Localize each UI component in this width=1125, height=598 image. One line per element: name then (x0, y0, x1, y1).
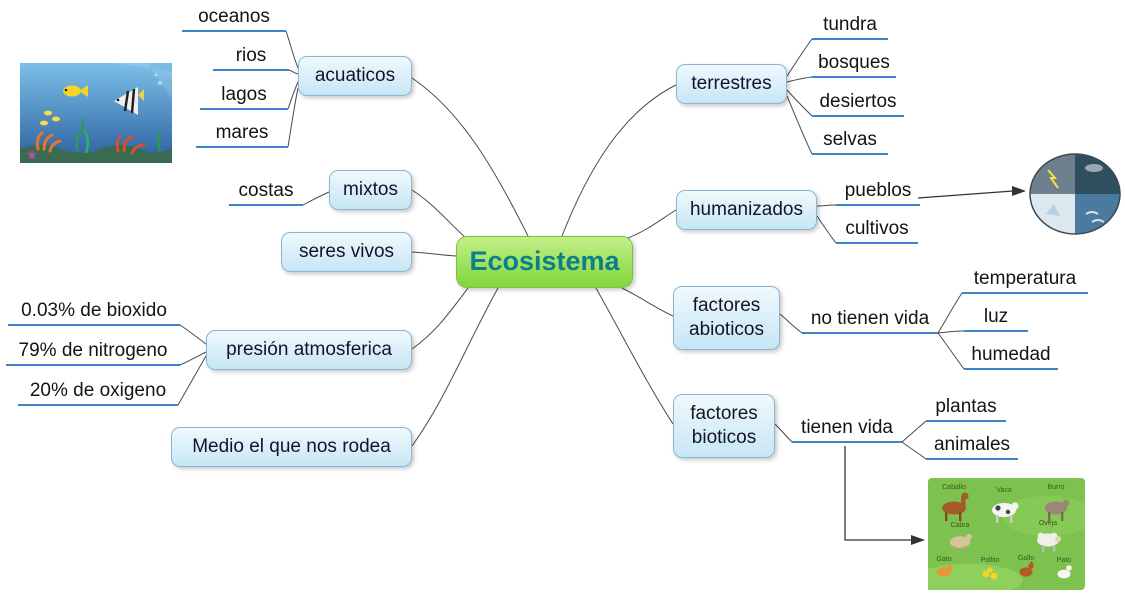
leaf-no-tienen-vida[interactable]: no tienen vida (802, 307, 938, 334)
farm-label-gallo: Gallo (1018, 555, 1034, 562)
node-humanizados[interactable]: humanizados (676, 190, 817, 230)
leaf-bioxido[interactable]: 0.03% de bioxido (8, 299, 180, 326)
leaf-animales[interactable]: animales (926, 433, 1018, 460)
leaf-oceanos[interactable]: oceanos (182, 5, 286, 32)
leaf-costas[interactable]: costas (229, 179, 303, 206)
leaf-lagos[interactable]: lagos (200, 83, 288, 110)
leaf-nitrogeno[interactable]: 79% de nitrogeno (6, 339, 180, 366)
farm-label-burro: Burro (1047, 484, 1064, 491)
leaf-rios[interactable]: rios (213, 44, 289, 71)
leaf-cultivos[interactable]: cultivos (836, 217, 918, 244)
center-edges (411, 77, 677, 447)
leaf-tundra[interactable]: tundra (812, 13, 888, 40)
node-mixtos[interactable]: mixtos (329, 170, 412, 210)
nature-elements-image (1028, 152, 1122, 236)
leaf-plantas[interactable]: plantas (926, 395, 1006, 422)
leaf-pueblos[interactable]: pueblos (836, 179, 920, 206)
leaf-luz[interactable]: luz (964, 305, 1028, 332)
node-seres-vivos[interactable]: seres vivos (281, 232, 412, 272)
arrow-to-farm-image (844, 446, 925, 545)
node-factores-bioticos[interactable]: factores bioticos (673, 394, 775, 458)
farm-label-oveja: Oveja (1039, 520, 1057, 527)
leaf-humedad[interactable]: humedad (964, 343, 1058, 370)
node-acuaticos[interactable]: acuaticos (298, 56, 412, 96)
aquarium-image (20, 63, 172, 163)
leaf-desiertos[interactable]: desiertos (812, 90, 904, 117)
leaf-mares[interactable]: mares (196, 121, 288, 148)
leaf-oxigeno[interactable]: 20% de oxigeno (18, 379, 178, 406)
arrow-to-elements-image (917, 186, 1026, 199)
farm-label-vaca: Vaca (996, 487, 1012, 494)
leaf-temperatura[interactable]: temperatura (962, 267, 1088, 294)
farm-label-gato: Gato (936, 556, 951, 563)
farm-label-cabra: Cabra (950, 522, 969, 529)
node-medio-rodea[interactable]: Medio el que nos rodea (171, 427, 412, 467)
farm-label-pollito: Pollito (980, 557, 999, 564)
farm-label-pato: Pato (1057, 557, 1072, 564)
node-ecosistema[interactable]: Ecosistema (456, 236, 633, 288)
leaf-selvas[interactable]: selvas (812, 128, 888, 155)
child-edges (177, 30, 965, 460)
leaf-tienen-vida[interactable]: tienen vida (792, 416, 902, 443)
node-terrestres[interactable]: terrestres (676, 64, 787, 104)
node-presion-atmosferica[interactable]: presión atmosferica (206, 330, 412, 370)
farm-label-caballo: Caballo (942, 484, 966, 491)
leaf-bosques[interactable]: bosques (812, 51, 896, 78)
node-factores-abioticos[interactable]: factores abioticos (673, 286, 780, 350)
farm-animals-image: Caballo Vaca Burro Cabra Oveja Gato Poll… (928, 478, 1085, 590)
